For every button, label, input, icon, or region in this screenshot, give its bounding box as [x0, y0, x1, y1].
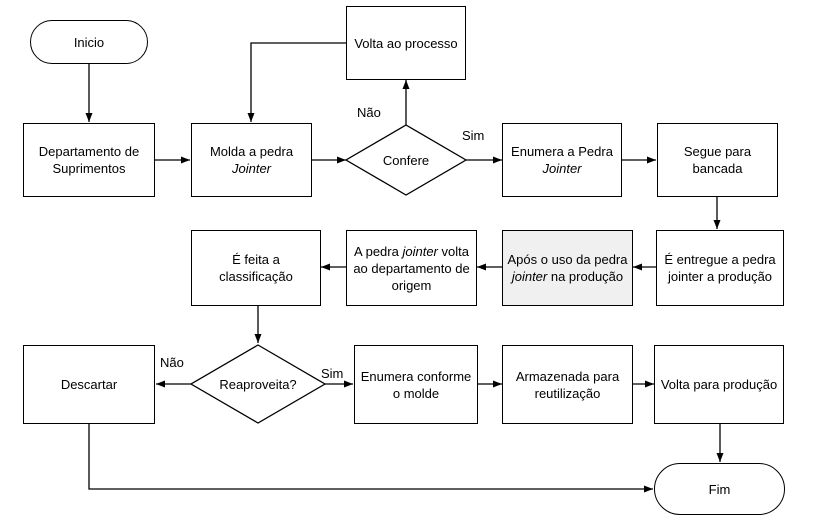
- segue-box: Segue para bancada: [657, 123, 778, 197]
- enumera-pedra-box: Enumera a Pedra Jointer: [502, 123, 622, 197]
- confere-text-box: Confere: [356, 148, 456, 172]
- volta-processo-label: Volta ao processo: [354, 35, 458, 51]
- confere-diamond: [344, 124, 468, 196]
- armazenada-box: Armazenada para reutilização: [502, 345, 633, 424]
- enumera-pedra-line2: Jointer: [542, 161, 582, 176]
- molda-label: Molda a pedra Jointer: [210, 143, 293, 177]
- molda-label-line1: Molda a pedra: [209, 144, 294, 159]
- volta-producao-box: Volta para produção: [654, 345, 784, 424]
- pedra-volta-label: A pedra jointer volta ao departamento de…: [351, 243, 472, 294]
- inicio-label: Inicio: [73, 34, 105, 50]
- inicio-terminator: Inicio: [30, 20, 148, 64]
- reaproveita-label: Reaproveita?: [219, 376, 297, 392]
- descartar-label: Descartar: [60, 377, 118, 392]
- enumera-molde-box: Enumera conforme o molde: [354, 345, 478, 424]
- reaproveita-diamond: [189, 344, 327, 424]
- molda-box: Molda a pedra Jointer: [191, 123, 312, 197]
- pedra-volta-part3: volta ao departamento de origem: [353, 243, 470, 293]
- armazenada-label: Armazenada para reutilização: [515, 368, 620, 401]
- apos-uso-box: Após o uso da pedra jointer na produção: [502, 230, 633, 306]
- entregue-label: É entregue a pedra jointer a produção: [664, 252, 776, 284]
- volta-processo-box: Volta ao processo: [346, 6, 466, 80]
- enumera-pedra-line1: Enumera a Pedra: [511, 144, 613, 159]
- volta-producao-label: Volta para produção: [660, 377, 778, 392]
- descartar-box: Descartar: [23, 345, 155, 424]
- reaproveita-nao-label: Não: [160, 355, 184, 370]
- fim-label: Fim: [708, 481, 731, 497]
- reaproveita-text-box: Reaproveita?: [203, 372, 313, 396]
- departamento-label: Departamento de Suprimentos: [38, 144, 140, 176]
- pedra-volta-part2: jointer: [402, 243, 438, 259]
- entregue-box: É entregue a pedra jointer a produção: [656, 230, 784, 306]
- reaproveita-sim-label: Sim: [321, 366, 344, 381]
- confere-sim-label: Sim: [462, 128, 485, 143]
- apos-uso-part3: na produção: [547, 269, 624, 284]
- confere-label: Confere: [382, 152, 430, 168]
- apos-uso-part1: Após o uso da pedra: [507, 252, 628, 267]
- departamento-box: Departamento de Suprimentos: [23, 123, 155, 197]
- pedra-volta-box: A pedra jointer volta ao departamento de…: [346, 230, 477, 306]
- confere-nao-label: Não: [357, 105, 381, 120]
- enumera-pedra-label: Enumera a Pedra Jointer: [511, 143, 613, 177]
- molda-label-line2: Jointer: [231, 161, 272, 176]
- apos-uso-label: Após o uso da pedra jointer na produção: [507, 251, 628, 285]
- enumera-molde-label: Enumera conforme o molde: [360, 368, 472, 401]
- arrow-descartar-fim: [88, 424, 653, 493]
- classificacao-box: É feita a classificação: [191, 230, 321, 306]
- apos-uso-part2: jointer: [511, 269, 548, 284]
- fim-terminator: Fim: [654, 463, 785, 515]
- classificacao-label: É feita a classificação: [219, 252, 293, 284]
- segue-label: Segue para bancada: [683, 144, 752, 176]
- arrow-volta-processo-molda: [247, 42, 346, 122]
- pedra-volta-part1: A pedra: [354, 243, 403, 259]
